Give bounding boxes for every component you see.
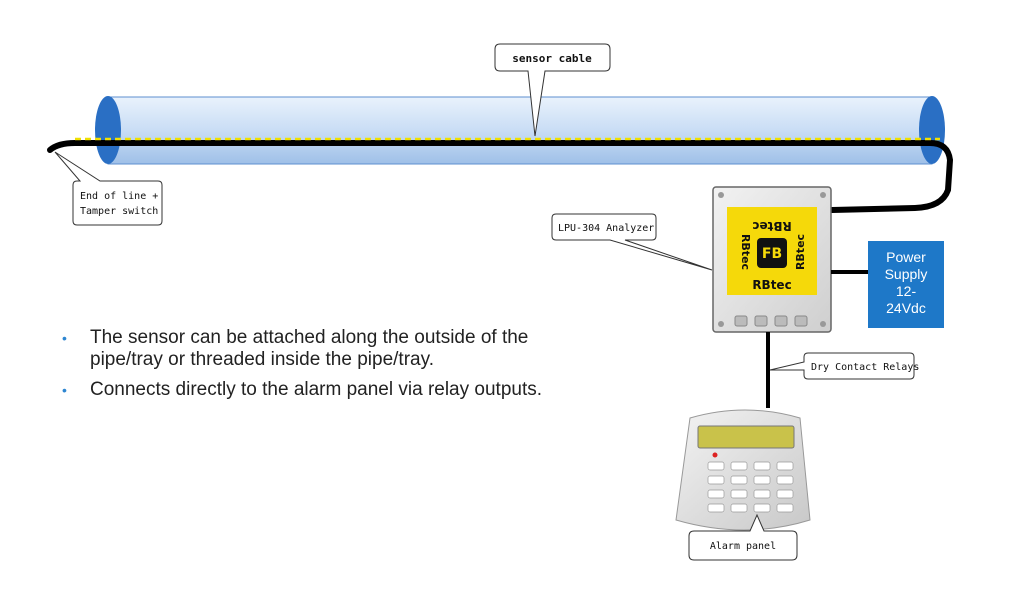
svg-text:RBtec: RBtec — [752, 278, 791, 292]
pipe-right-end — [919, 96, 945, 164]
svg-text:RBtec: RBtec — [794, 234, 807, 270]
power-supply-box: Power Supply 12- 24Vdc — [868, 241, 944, 328]
keypad-display — [697, 425, 795, 449]
end-of-line-label-1: End of line + — [80, 191, 158, 202]
end-of-line-callout: End of line + Tamper switch — [54, 151, 163, 226]
alarm-panel-keypad — [675, 409, 811, 531]
alarm-panel-callout: Alarm panel — [688, 513, 798, 561]
svg-text:FB: FB — [762, 246, 782, 262]
end-of-line-label-2: Tamper switch — [80, 206, 158, 217]
svg-text:RBtec: RBtec — [739, 234, 752, 270]
power-supply-line-2: Supply — [884, 266, 928, 282]
sensor-cable-line — [47, 140, 954, 213]
analyzer-label: LPU-304 Analyzer — [558, 223, 654, 234]
svg-text:RBtec: RBtec — [752, 219, 791, 233]
analyzer-callout: LPU-304 Analyzer — [551, 213, 713, 271]
keypad-led-icon — [712, 452, 718, 458]
alarm-panel-label: Alarm panel — [710, 541, 776, 552]
analyzer-logo-icon — [757, 238, 787, 268]
relays-callout: Dry Contact Relays — [769, 352, 919, 380]
sensor-cable-callout: sensor cable — [494, 43, 611, 137]
power-supply-line-1: Power — [886, 249, 926, 265]
bullet-list: • The sensor can be attached along the o… — [62, 327, 672, 409]
bullet-item: • Connects directly to the alarm panel v… — [62, 379, 543, 400]
power-supply-line-3: 12- — [895, 283, 917, 299]
power-supply-line-4: 24Vdc — [886, 300, 926, 316]
lpu-304-analyzer: FB RBtec RBtec RBtec RBtec — [712, 186, 832, 333]
relays-label: Dry Contact Relays — [811, 362, 919, 373]
pipe-left-end — [95, 96, 121, 164]
pipe — [95, 96, 945, 165]
bullet-item: • The sensor can be attached along the o… — [62, 327, 529, 370]
sensor-cable-label: sensor cable — [512, 52, 592, 65]
bullet-dot-icon: • — [62, 330, 67, 346]
bullet-dot-icon: • — [62, 382, 67, 398]
